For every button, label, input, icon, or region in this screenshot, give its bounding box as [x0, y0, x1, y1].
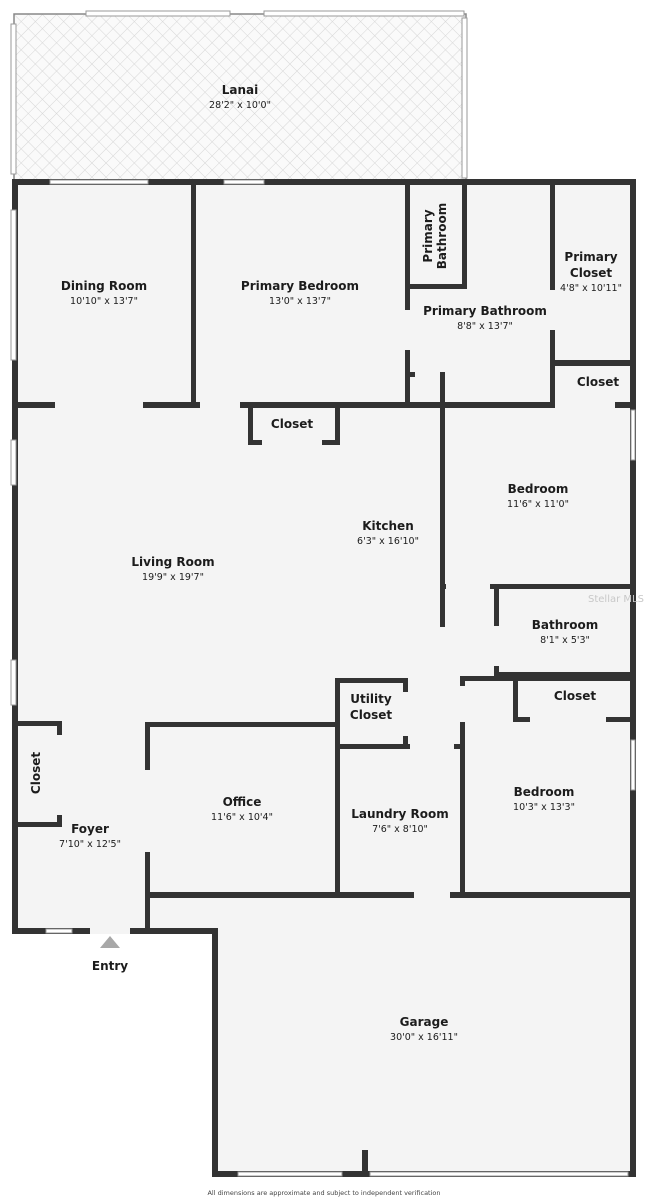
watermark: Stellar MLS [588, 594, 644, 605]
lanai-dim: 28'2" x 10'0" [209, 100, 271, 111]
foyer-name: Foyer [71, 822, 109, 836]
kitchen-dim: 6'3" x 16'10" [357, 536, 419, 547]
entry-label: Entry [92, 959, 128, 973]
lanai-window [461, 17, 468, 179]
foyer-dim: 7'10" x 12'5" [59, 839, 121, 850]
garage-name: Garage [400, 1015, 449, 1029]
lanai-window [263, 10, 465, 17]
lanai-window [10, 23, 17, 175]
closet-top-right-name: Closet [577, 375, 619, 389]
lanai-window [85, 10, 231, 17]
primary-bedroom-name: Primary Bedroom [241, 279, 359, 293]
garage-floor [214, 896, 634, 1174]
garage-dim: 30'0" x 16'11" [390, 1032, 458, 1043]
primary-bathroom-small-line1: Primary [421, 209, 435, 262]
primary-bedroom-dim: 13'0" x 13'7" [269, 296, 331, 307]
laundry-name: Laundry Room [351, 807, 449, 821]
primary-bathroom-name: Primary Bathroom [423, 304, 547, 318]
bedroom-lower-dim: 10'3" x 13'3" [513, 802, 575, 813]
office-dim: 11'6" x 10'4" [211, 812, 273, 823]
primary-bathroom-small-label: Primary Bathroom [421, 203, 449, 269]
bedroom-lower-name: Bedroom [514, 785, 575, 799]
bathroom-dim: 8'1" x 5'3" [540, 635, 590, 646]
primary-closet-name-2: Closet [570, 266, 612, 280]
footnote: All dimensions are approximate and subje… [207, 1189, 441, 1197]
living-dim: 19'9" x 19'7" [142, 572, 204, 583]
door-openings [55, 290, 615, 934]
living-name: Living Room [131, 555, 214, 569]
dining-name: Dining Room [61, 279, 147, 293]
bedroom-upper-name: Bedroom [508, 482, 569, 496]
lanai-floor [14, 14, 466, 182]
primary-bathroom-dim: 8'8" x 13'7" [457, 321, 513, 332]
office-name: Office [223, 795, 262, 809]
closet-bedroom-lower-name: Closet [554, 689, 596, 703]
lanai-name: Lanai [222, 83, 259, 97]
primary-bathroom-small-line2: Bathroom [435, 203, 449, 269]
bedroom-upper-dim: 11'6" x 11'0" [507, 499, 569, 510]
laundry-dim: 7'6" x 8'10" [372, 824, 428, 835]
utility-closet-name-1: Utility [350, 692, 392, 706]
windows [10, 179, 636, 1177]
bathroom-name: Bathroom [532, 618, 598, 632]
primary-closet-dim: 4'8" x 10'11" [560, 283, 622, 294]
closet-living-name: Closet [271, 417, 313, 431]
closet-foyer-name: Closet [29, 752, 43, 794]
dining-dim: 10'10" x 13'7" [70, 296, 138, 307]
kitchen-name: Kitchen [362, 519, 414, 533]
house-floor [14, 182, 634, 932]
entry-arrow-icon [100, 936, 120, 948]
utility-closet-name-2: Closet [350, 708, 392, 722]
primary-closet-name-1: Primary [564, 250, 617, 264]
